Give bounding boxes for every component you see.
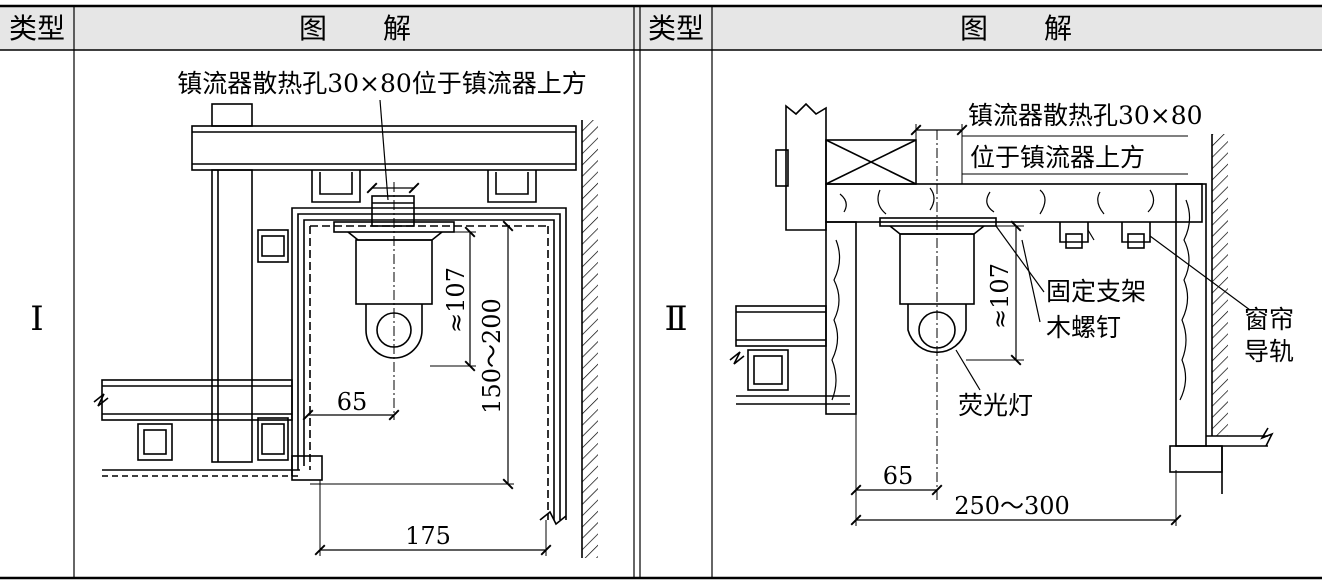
rail-right	[487, 170, 537, 203]
wall-hatch-ii	[1212, 134, 1228, 436]
dim-65-ii: 65	[883, 462, 914, 490]
rail-ii-2	[1121, 222, 1151, 243]
table-grid	[0, 4, 1322, 580]
label-rail-1: 窗帘	[1244, 305, 1294, 334]
note-vent-ii-1: 镇流器散热孔30×80	[968, 101, 1203, 130]
beam-left-ii	[735, 305, 827, 347]
dim-107-ii: ≈107	[986, 263, 1014, 329]
diagram-i	[93, 99, 598, 558]
block-2	[257, 417, 289, 461]
break-mark	[93, 393, 109, 407]
cornice-box	[291, 207, 567, 520]
dim-150-200-i: 150～200	[478, 298, 506, 414]
type-header-right: 类型	[648, 12, 704, 45]
wall-hatch	[582, 120, 598, 558]
type-value-right: Ⅱ	[664, 299, 687, 339]
dim-65-i: 65	[337, 388, 368, 416]
dim-175-i: 175	[405, 522, 451, 550]
cornice-right	[1175, 183, 1207, 447]
vent-box	[371, 195, 415, 227]
cornice-left	[825, 221, 857, 415]
label-lamp: 荧光灯	[958, 391, 1033, 420]
rail-ii-1	[1059, 222, 1089, 243]
diagram-header-left: 图 解	[299, 12, 411, 45]
dim-107-i: ≈107	[442, 267, 470, 333]
label-bracket: 固定支架	[1046, 277, 1146, 306]
type-value-left: Ⅰ	[30, 299, 43, 339]
cornice-board	[825, 183, 1203, 223]
bracket-plate-ii	[879, 217, 997, 227]
diagram-header-right: 图 解	[960, 12, 1072, 45]
rail-left	[311, 170, 361, 203]
beam-stub	[211, 103, 253, 127]
upper-block	[785, 102, 827, 231]
label-rail-2: 导轨	[1244, 337, 1294, 366]
type-header-left: 类型	[9, 12, 65, 45]
diagram-ii	[729, 102, 1274, 526]
dim-250-300-ii: 250～300	[954, 492, 1070, 520]
column-left	[211, 169, 253, 463]
note-vent-ii-2: 位于镇流器上方	[970, 143, 1145, 172]
label-screw: 木螺钉	[1046, 313, 1121, 342]
beam-top	[191, 125, 577, 171]
note-vent-i: 镇流器散热孔30×80位于镇流器上方	[177, 69, 587, 98]
block-1	[257, 229, 289, 263]
